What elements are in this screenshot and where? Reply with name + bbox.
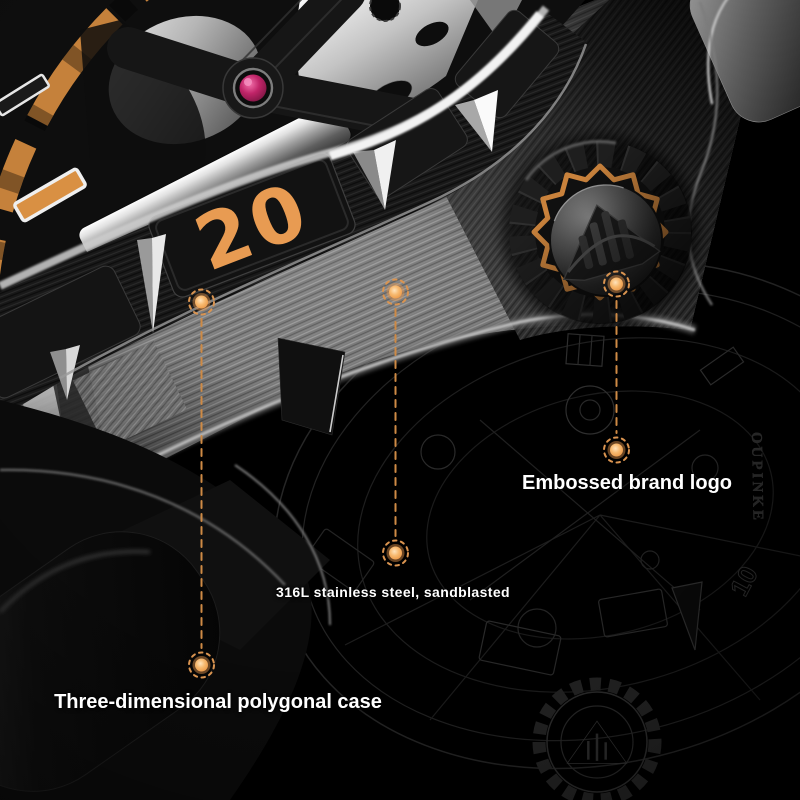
label-316l-stainless-steel: 316L stainless steel, sandblasted <box>276 584 510 600</box>
callout-end-dot <box>382 539 409 567</box>
label-three-dimensional-polygonal-case: Three-dimensional polygonal case <box>54 691 382 713</box>
callout-polygonal-case <box>188 288 215 679</box>
callout-end-dot <box>188 651 215 679</box>
label-embossed-brand-logo: Embossed brand logo <box>521 472 733 494</box>
callout-anchor-dot <box>382 278 409 306</box>
callout-embossed-logo <box>603 270 630 464</box>
callout-end-dot <box>603 436 630 464</box>
callout-stainless-steel <box>382 278 409 567</box>
callout-annotations <box>188 270 630 679</box>
callout-anchor-dot <box>603 270 630 298</box>
callout-anchor-dot <box>188 288 215 316</box>
